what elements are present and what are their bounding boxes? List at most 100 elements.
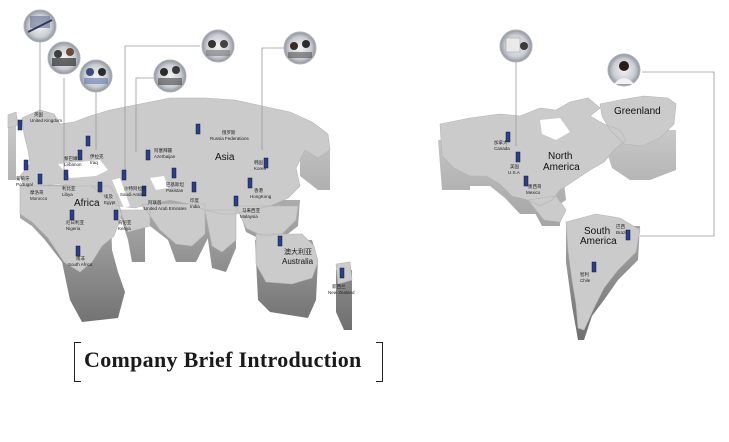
photo-bubble-5[interactable] [201,29,235,63]
region-label-greenland: Greenland [614,106,661,117]
photo-bubble-2[interactable] [47,41,81,75]
label-malaysia: Malaysia [240,214,258,219]
label-south-africa-cn: 南非 [76,255,85,262]
pin-australia[interactable] [277,235,283,247]
hudson-bay [540,118,570,140]
pin-chile[interactable] [591,261,597,273]
region-label-north-america-2: America [543,162,580,173]
pin-iraq[interactable] [85,135,91,147]
connector-korea [261,47,284,150]
region-label-asia: Asia [215,152,235,163]
label-canada: Canada [494,146,510,151]
pin-malaysia[interactable] [233,195,239,207]
label-mexico: Mexico [526,190,541,195]
label-lebanon-cn: 黎巴嫩 [64,155,78,162]
persian-gulf [150,176,168,190]
pin-egypt[interactable] [97,181,103,193]
label-uk-cn: 英国 [34,111,43,118]
pin-nigeria[interactable] [69,209,75,221]
western-hemisphere-map [438,95,677,340]
photo-bubbles [23,9,641,93]
label-india-cn: 印度 [190,197,199,204]
pin-portugal[interactable] [23,159,29,171]
label-chile-cn: 智利 [580,271,589,278]
pin-azerbaijan[interactable] [145,149,151,161]
americas-top [439,95,677,331]
eurasia-top [7,97,353,285]
connector-azerbaijan [135,77,155,152]
red-sea [112,178,130,208]
label-iraq-cn: 伊拉克 [90,153,104,160]
pin-pakistan[interactable] [171,167,177,179]
pin-south-africa[interactable] [75,245,81,257]
photo-bubble-3[interactable] [79,59,113,93]
label-pakistan: Pakistan [166,188,184,193]
photo-bubble-4[interactable] [153,59,187,93]
region-label-africa: Africa [74,198,100,209]
photo-bubble-1[interactable] [23,9,57,43]
region-label-australia: Australia [282,257,314,266]
pin-usa[interactable] [515,151,521,163]
region-label-south-america-1: South [584,226,610,237]
label-newzealand-cn: 新西兰 [332,283,346,290]
label-portugal-cn: 葡萄牙 [16,175,30,182]
pin-morocco[interactable] [37,173,43,185]
photo-bubble-8[interactable] [607,53,641,87]
pin-saudi[interactable] [121,169,127,181]
label-kenya-cn: 肯尼亚 [118,219,132,226]
label-egypt-cn: 埃及 [104,193,113,200]
label-azerbaijan-cn: 阿塞拜疆 [154,147,172,154]
label-lebanon: Lebanon [64,162,82,167]
pin-canada[interactable] [505,131,511,143]
pin-lebanon[interactable] [77,149,83,161]
title-bracket-left [74,342,81,382]
pin-newzealand[interactable] [339,267,345,279]
connector-brazil [640,71,715,237]
pin-brazil[interactable] [625,229,631,241]
connector-gulf [124,45,200,170]
label-hongkong-cn: 香港 [254,187,263,194]
pin-mexico[interactable] [523,175,529,187]
label-russia-cn: 俄罗斯 [222,129,236,136]
label-brazil: Brazil [616,230,627,235]
mediterranean [58,160,108,178]
label-uk: United Kingdom [30,118,62,123]
pin-india[interactable] [191,181,197,193]
label-newzealand: New Zealand [328,290,355,295]
label-hongkong: HongKong [250,194,272,199]
pin-kenya[interactable] [113,209,119,221]
pin-libya[interactable] [63,169,69,181]
label-malaysia-cn: 马来西亚 [242,207,260,214]
label-mexico-cn: 墨西哥 [528,184,542,190]
label-egypt: Egypt [104,200,116,205]
label-azerbaijan: Azerbaijan [154,154,176,159]
location-pins [17,119,631,279]
label-chile: Chile [580,278,591,283]
label-saudi-cn: 沙特阿拉伯 [124,185,147,192]
label-korea-cn: 韩国 [254,159,263,166]
region-label-north-america-1: North [548,151,572,162]
title-bracket-right [376,342,383,382]
pin-korea[interactable] [263,157,269,169]
photo-bubble-7[interactable] [499,29,533,63]
eastern-hemisphere-map [7,97,353,330]
label-canada-cn: 加拿大 [494,139,508,146]
photo-bubble-6[interactable] [283,31,317,65]
pin-uae[interactable] [141,185,147,197]
label-usa: U.S.A [508,170,520,175]
label-uae: United Arab Emirates [144,206,187,211]
pin-russia[interactable] [195,123,201,135]
label-pakistan-cn: 巴基斯坦 [166,181,184,188]
label-australia-cn: 澳大利亚 [284,247,312,256]
region-label-south-america-2: America [580,236,617,247]
label-usa-cn: 美国 [510,163,519,170]
label-south-africa: South Africa [68,262,93,267]
label-nigeria: Nigeria [66,226,81,231]
label-nigeria-cn: 尼日利亚 [66,219,84,226]
label-saudi: Saudi Arabia [120,192,146,197]
pin-hongkong[interactable] [247,177,253,189]
pin-uk[interactable] [17,119,23,131]
label-brazil-cn: 巴西 [616,224,625,230]
